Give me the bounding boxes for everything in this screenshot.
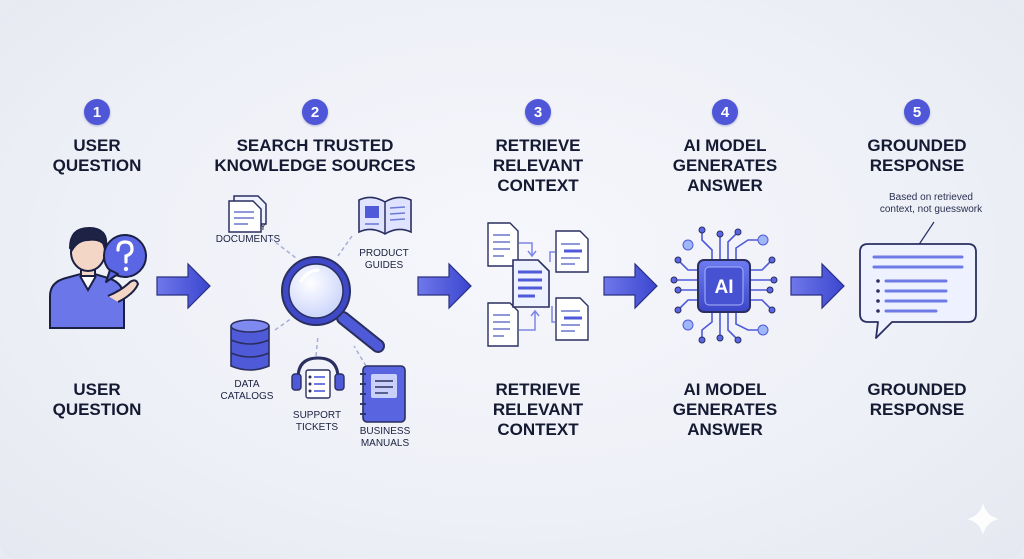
business-manuals-label: BUSINESS MANUALS	[359, 426, 411, 449]
step-4-badge: 4	[712, 99, 738, 125]
magnifier-icon	[281, 256, 385, 353]
source-connectors	[269, 235, 367, 367]
step-2-title: SEARCH TRUSTED KNOWLEDGE SOURCES	[214, 136, 416, 175]
step-1-title: USER QUESTION	[52, 136, 142, 175]
step-1-caption: USER QUESTION	[52, 380, 142, 419]
product-guides-label: PRODUCT GUIDES	[359, 248, 409, 271]
response-note: Based on retrieved context, not guesswor…	[879, 192, 983, 215]
book-icon	[358, 196, 412, 235]
step-3-badge: 3	[525, 99, 551, 125]
chat-bubble-icon	[859, 243, 977, 339]
step-3-title: RETRIEVE RELEVANT CONTEXT	[492, 136, 584, 195]
ai-chip-label: AI	[715, 277, 734, 298]
flow-arrow-1	[156, 262, 211, 310]
policy-document-icon	[228, 195, 267, 233]
notebook-icon	[360, 365, 406, 423]
flow-arrow-2	[417, 262, 472, 310]
step-2-badge: 2	[302, 99, 328, 125]
step-5-caption: GROUNDED RESPONSE	[867, 380, 967, 419]
flow-arrow-3	[603, 262, 658, 310]
step-5-badge: 5	[904, 99, 930, 125]
data-catalogs-label: DATA CATALOGS	[220, 379, 274, 402]
headset-icon	[291, 356, 345, 399]
ai-chip-icon	[670, 226, 778, 344]
step-1-badge: 1	[84, 99, 110, 125]
sparkle-icon	[967, 503, 999, 535]
person-icon	[49, 226, 140, 329]
database-icon	[230, 319, 270, 371]
step-3-caption: RETRIEVE RELEVANT CONTEXT	[492, 380, 584, 439]
step-4-caption: AI MODEL GENERATES ANSWER	[672, 380, 778, 439]
question-bubble-icon	[103, 234, 147, 283]
step-4-title: AI MODEL GENERATES ANSWER	[672, 136, 778, 195]
flow-arrow-4	[790, 262, 845, 310]
retrieved-documents-icon	[487, 222, 589, 347]
step-5-title: GROUNDED RESPONSE	[867, 136, 967, 175]
note-pointer	[917, 221, 935, 247]
support-tickets-label: SUPPORT TICKETS	[292, 410, 342, 433]
